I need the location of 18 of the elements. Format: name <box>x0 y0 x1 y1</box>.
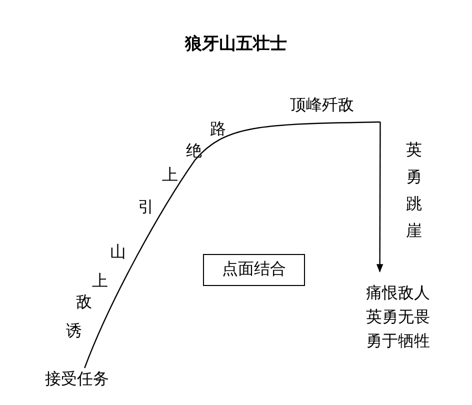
curve-character: 敌 <box>76 294 92 311</box>
curve-character: 诱 <box>66 323 82 340</box>
curve-character: 路 <box>210 121 226 138</box>
curve-character: 山 <box>110 244 126 261</box>
curve-line <box>84 121 380 368</box>
node-text: 痛恨敌人 <box>366 284 431 304</box>
edge-label: 英勇跳崖 <box>406 142 422 240</box>
node-text: 勇于牺牲 <box>366 332 431 352</box>
curve-character: 上 <box>92 273 108 290</box>
node-text: 接受任务 <box>45 370 110 390</box>
curve-character: 上 <box>162 167 178 184</box>
node-text: 顶峰歼敌 <box>290 96 355 116</box>
curve-character: 引 <box>138 199 154 216</box>
diagram-title: 狼牙山五壮士 <box>184 33 288 55</box>
curve-character: 绝 <box>186 143 202 160</box>
node-text: 英勇无畏 <box>366 308 431 328</box>
process-box: 点面结合 <box>203 254 305 286</box>
arrow <box>376 122 384 272</box>
